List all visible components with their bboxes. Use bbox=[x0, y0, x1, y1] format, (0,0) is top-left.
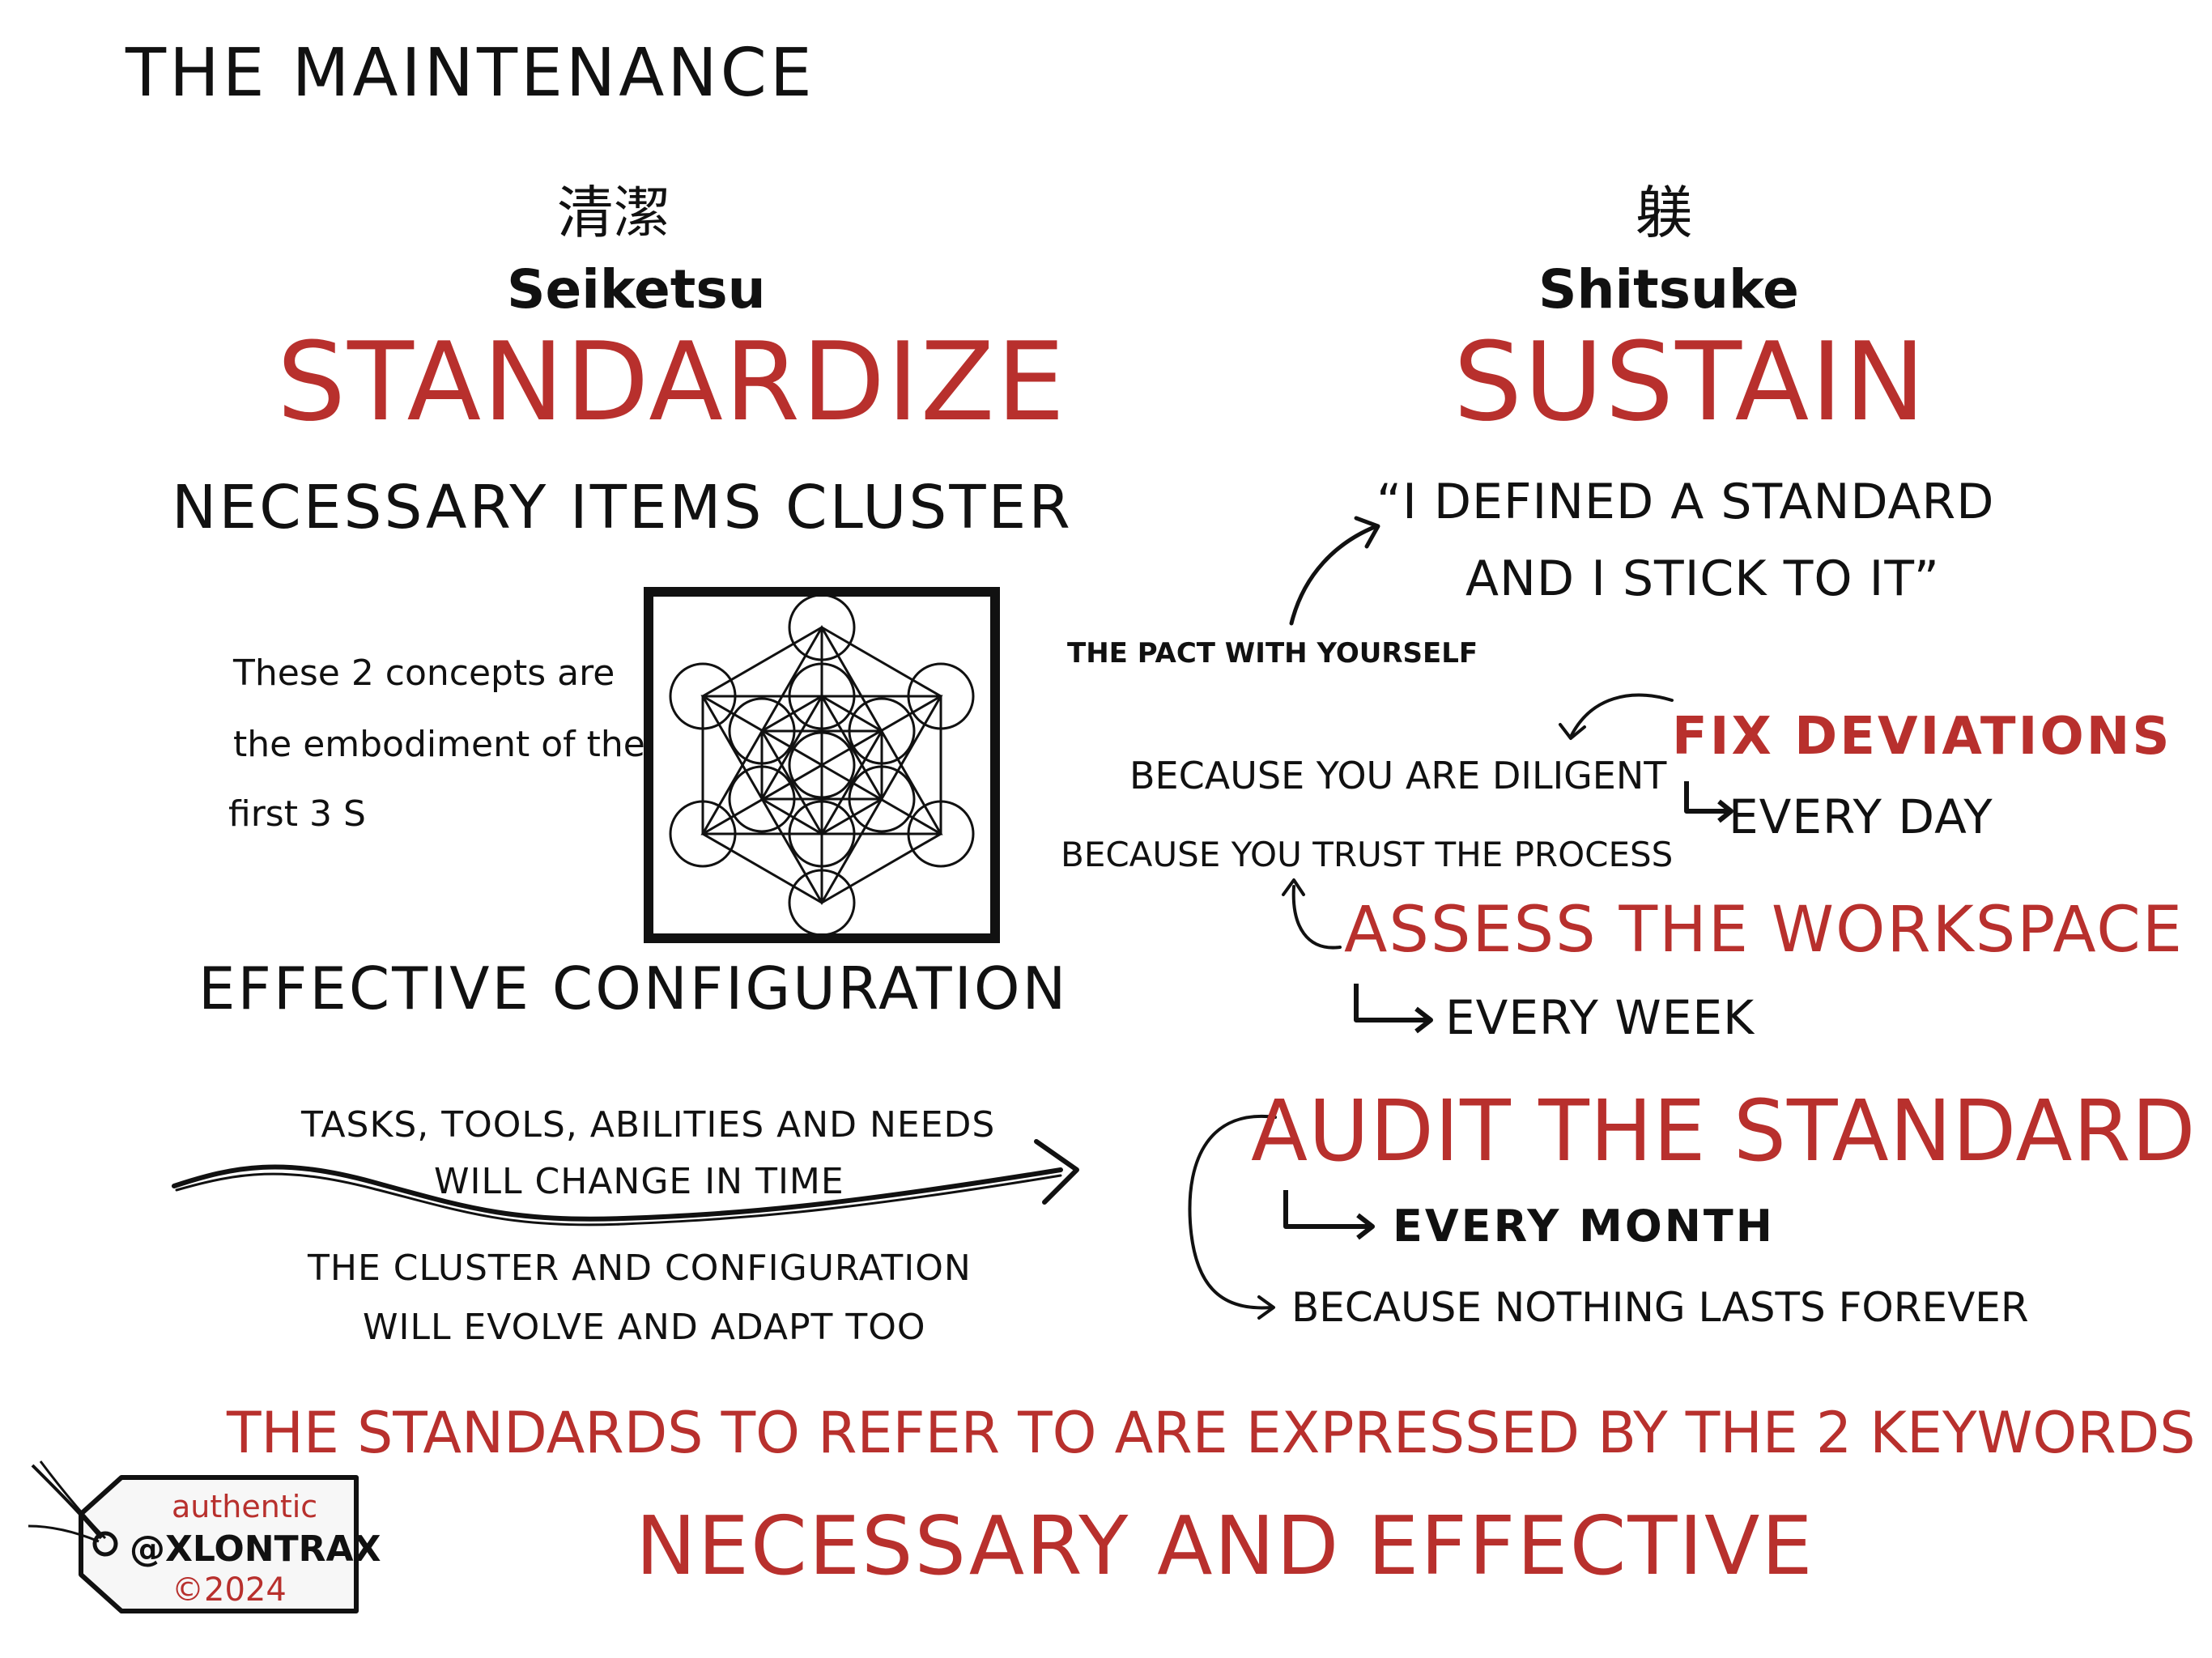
trust-label: BECAUSE YOU TRUST THE PROCESS bbox=[1061, 835, 1674, 874]
concepts-line-3: first 3 S bbox=[228, 793, 366, 835]
assess-frequency: EVERY WEEK bbox=[1445, 990, 1755, 1045]
page-title: THE MAINTENANCE bbox=[125, 35, 815, 112]
standardize-heading: STANDARDIZE bbox=[277, 319, 1067, 445]
shitsuke-kanji: 躾 bbox=[1636, 180, 1692, 246]
fix-deviations-heading: FIX DEVIATIONS bbox=[1672, 707, 2172, 767]
evolve-line-2: WILL EVOLVE AND ADAPT TOO bbox=[363, 1307, 926, 1348]
assess-workspace-heading: ASSESS THE WORKSPACE bbox=[1344, 894, 2184, 967]
effective-configuration-heading: EFFECTIVE CONFIGURATION bbox=[198, 954, 1069, 1022]
diligent-arrow bbox=[1559, 693, 1674, 740]
footer-line-1: THE STANDARDS TO REFER TO ARE EXPRESSED … bbox=[227, 1400, 2196, 1466]
audit-standard-heading: AUDIT THE STANDARD bbox=[1251, 1082, 2197, 1180]
fix-frequency-arrow-icon bbox=[1684, 781, 1733, 823]
seiketsu-romaji: Seiketsu bbox=[507, 258, 766, 321]
evolve-line-1: THE CLUSTER AND CONFIGURATION bbox=[308, 1248, 972, 1289]
audit-reason: BECAUSE NOTHING LASTS FOREVER bbox=[1291, 1284, 2029, 1331]
pact-arrow bbox=[1289, 516, 1380, 626]
seiketsu-kanji: 清潔 bbox=[557, 180, 670, 246]
tag-line-2: @XLONTRAX bbox=[130, 1528, 381, 1570]
change-line-2: WILL CHANGE IN TIME bbox=[434, 1161, 844, 1202]
pact-label: THE PACT WITH YOURSELF bbox=[1067, 637, 1478, 670]
audit-loop-arrow bbox=[1188, 1114, 1277, 1320]
wavy-arrow bbox=[172, 1139, 1079, 1226]
sustain-heading: SUSTAIN bbox=[1453, 319, 1928, 445]
author-tag-icon bbox=[28, 1460, 359, 1613]
diligent-label: BECAUSE YOU ARE DILIGENT bbox=[1129, 754, 1667, 797]
change-line-1: TASKS, TOOLS, ABILITIES AND NEEDS bbox=[301, 1104, 996, 1146]
quote-line-2: AND I STICK TO IT” bbox=[1465, 551, 1940, 607]
assess-frequency-arrow-icon bbox=[1354, 984, 1433, 1034]
concepts-line-1: These 2 concepts are bbox=[233, 653, 615, 694]
tag-line-1: authentic bbox=[172, 1489, 318, 1524]
necessary-items-cluster-heading: NECESSARY ITEMS CLUSTER bbox=[172, 473, 1073, 542]
trust-arrow bbox=[1282, 878, 1342, 950]
metatrons-cube-icon bbox=[644, 587, 1000, 943]
concepts-line-2: the embodiment of the bbox=[233, 724, 645, 765]
footer-keywords: NECESSARY AND EFFECTIVE bbox=[636, 1499, 1814, 1593]
tag-line-3: ©2024 bbox=[172, 1571, 287, 1609]
audit-frequency-arrow-icon bbox=[1283, 1190, 1375, 1240]
fix-frequency: EVERY DAY bbox=[1729, 789, 1993, 844]
shitsuke-romaji: Shitsuke bbox=[1538, 258, 1799, 321]
audit-frequency: EVERY MONTH bbox=[1393, 1201, 1775, 1252]
quote-line-1: “I DEFINED A STANDARD bbox=[1376, 474, 1995, 530]
